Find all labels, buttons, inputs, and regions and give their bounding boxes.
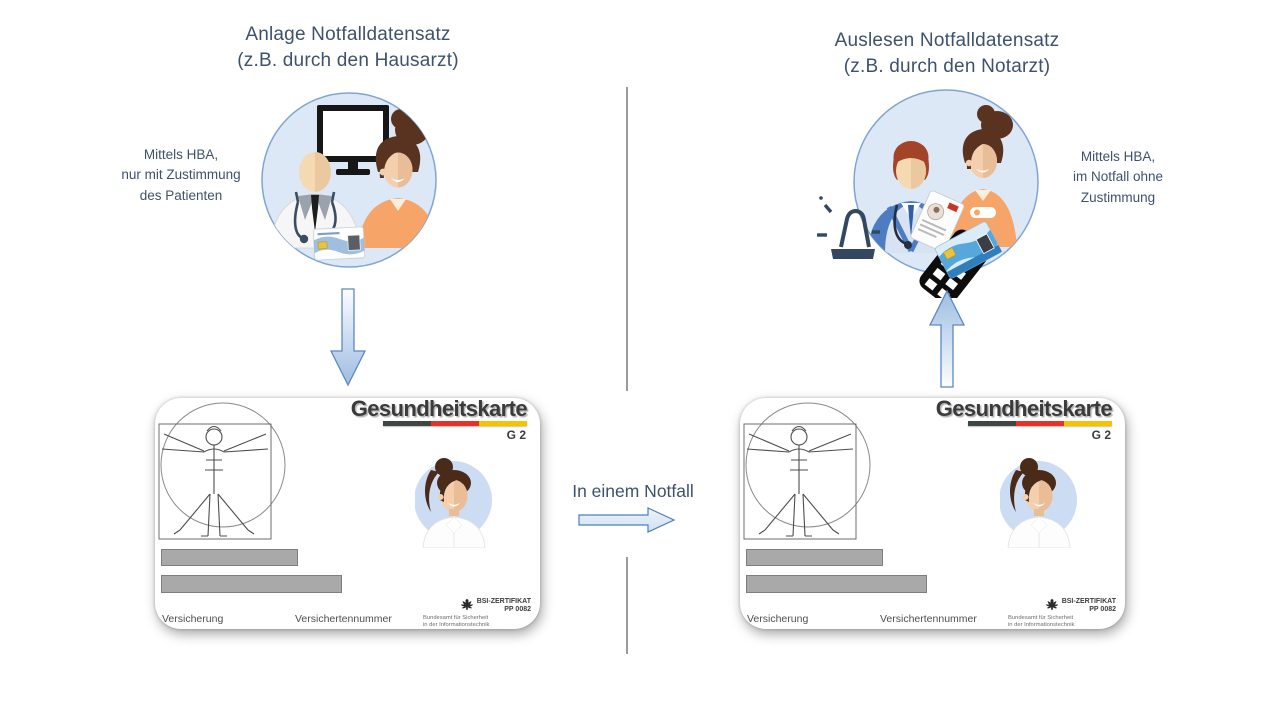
bsi-certificate-block: BSI-ZERTIFIKAT PP 0082 Bundesamt für Sic… — [409, 598, 531, 630]
left-note-line1: Mittels HBA, — [143, 147, 219, 162]
right-note-line1: Mittels HBA, — [1080, 149, 1156, 164]
right-note-line2: im Notfall ohne — [1072, 169, 1164, 185]
insured-photo — [1000, 458, 1077, 548]
left-flow-note: Mittels HBA, nur mit Zustimmung des Pati… — [106, 145, 256, 206]
card-generation-label: G 2 — [1091, 428, 1111, 442]
card-title: Gesundheitskarte — [935, 396, 1113, 421]
gesundheitskarte-right: Gesundheitskarte G 2 Versicherung Versic… — [740, 396, 1125, 630]
left-flow-title: Anlage Notfalldatensatz (z.B. durch den … — [178, 22, 518, 74]
bsi-org-line1: Bundesamt für Sicherheit — [423, 615, 489, 622]
left-flow-title-line1: Anlage Notfalldatensatz — [245, 24, 451, 45]
german-flag-bar — [383, 421, 527, 426]
insured-photo — [415, 458, 492, 548]
placeholder-name-bar — [746, 549, 883, 566]
insured-number-label: Versichertennummer — [880, 613, 977, 625]
card-generation-label: G 2 — [506, 428, 526, 442]
create-scene-illustration — [261, 92, 437, 268]
german-flag-bar — [968, 421, 1112, 426]
insurance-label: Versicherung — [162, 613, 224, 625]
center-condition-label: In einem Notfall — [572, 481, 694, 501]
bsi-org-line2: in der Informationstechnik — [423, 622, 490, 629]
bsi-cert-number: PP 0082 — [1089, 606, 1116, 614]
bsi-org-line1: Bundesamt für Sicherheit — [1008, 615, 1074, 622]
left-note-line3: des Patienten — [139, 187, 223, 203]
bsi-org-line2: in der Informationstechnik — [1008, 622, 1075, 629]
federal-eagle-icon — [1045, 599, 1058, 610]
down-arrow-icon — [329, 288, 367, 387]
placeholder-number-bar — [746, 575, 927, 593]
left-flow-title-line2: (z.B. durch den Hausarzt) — [237, 50, 459, 72]
left-note-line2: nur mit Zustimmung — [121, 167, 241, 183]
insurance-label: Versicherung — [747, 613, 809, 625]
bsi-cert-title: BSI-ZERTIFIKAT — [1061, 598, 1116, 605]
readout-scene-illustration — [817, 89, 1039, 298]
card-reader-icon — [910, 190, 1002, 298]
center-divider-bottom — [626, 557, 628, 654]
insured-number-label: Versichertennummer — [295, 613, 392, 625]
vitruvian-man-icon — [158, 402, 286, 540]
card-title: Gesundheitskarte — [350, 396, 528, 421]
small-egk-card-icon — [312, 226, 366, 261]
right-arrow-icon — [578, 507, 676, 533]
gesundheitskarte-left: Gesundheitskarte G 2 Versicherung Versic… — [155, 396, 540, 630]
bsi-cert-number: PP 0082 — [504, 606, 531, 614]
center-divider-top — [626, 87, 628, 391]
up-arrow-icon — [928, 289, 966, 388]
right-flow-note: Mittels HBA, im Notfall ohne Zustimmung — [1043, 147, 1193, 208]
hba-card-icon — [910, 190, 965, 252]
computer-monitor-icon — [317, 105, 389, 175]
placeholder-name-bar — [161, 549, 298, 566]
emergency-siren-icon — [817, 196, 880, 259]
bsi-certificate-block: BSI-ZERTIFIKAT PP 0082 Bundesamt für Sic… — [994, 598, 1116, 630]
federal-eagle-icon — [460, 599, 473, 610]
vitruvian-man-icon — [743, 402, 871, 540]
right-flow-title-line1: Auslesen Notfalldatensatz — [834, 30, 1060, 51]
egk-card-icon — [934, 221, 1002, 280]
right-flow-title-line2: (z.B. durch den Notarzt) — [843, 56, 1051, 78]
right-flow-title: Auslesen Notfalldatensatz (z.B. durch de… — [777, 28, 1117, 80]
right-note-line3: Zustimmung — [1080, 189, 1156, 205]
bsi-cert-title: BSI-ZERTIFIKAT — [476, 598, 531, 605]
placeholder-number-bar — [161, 575, 342, 593]
